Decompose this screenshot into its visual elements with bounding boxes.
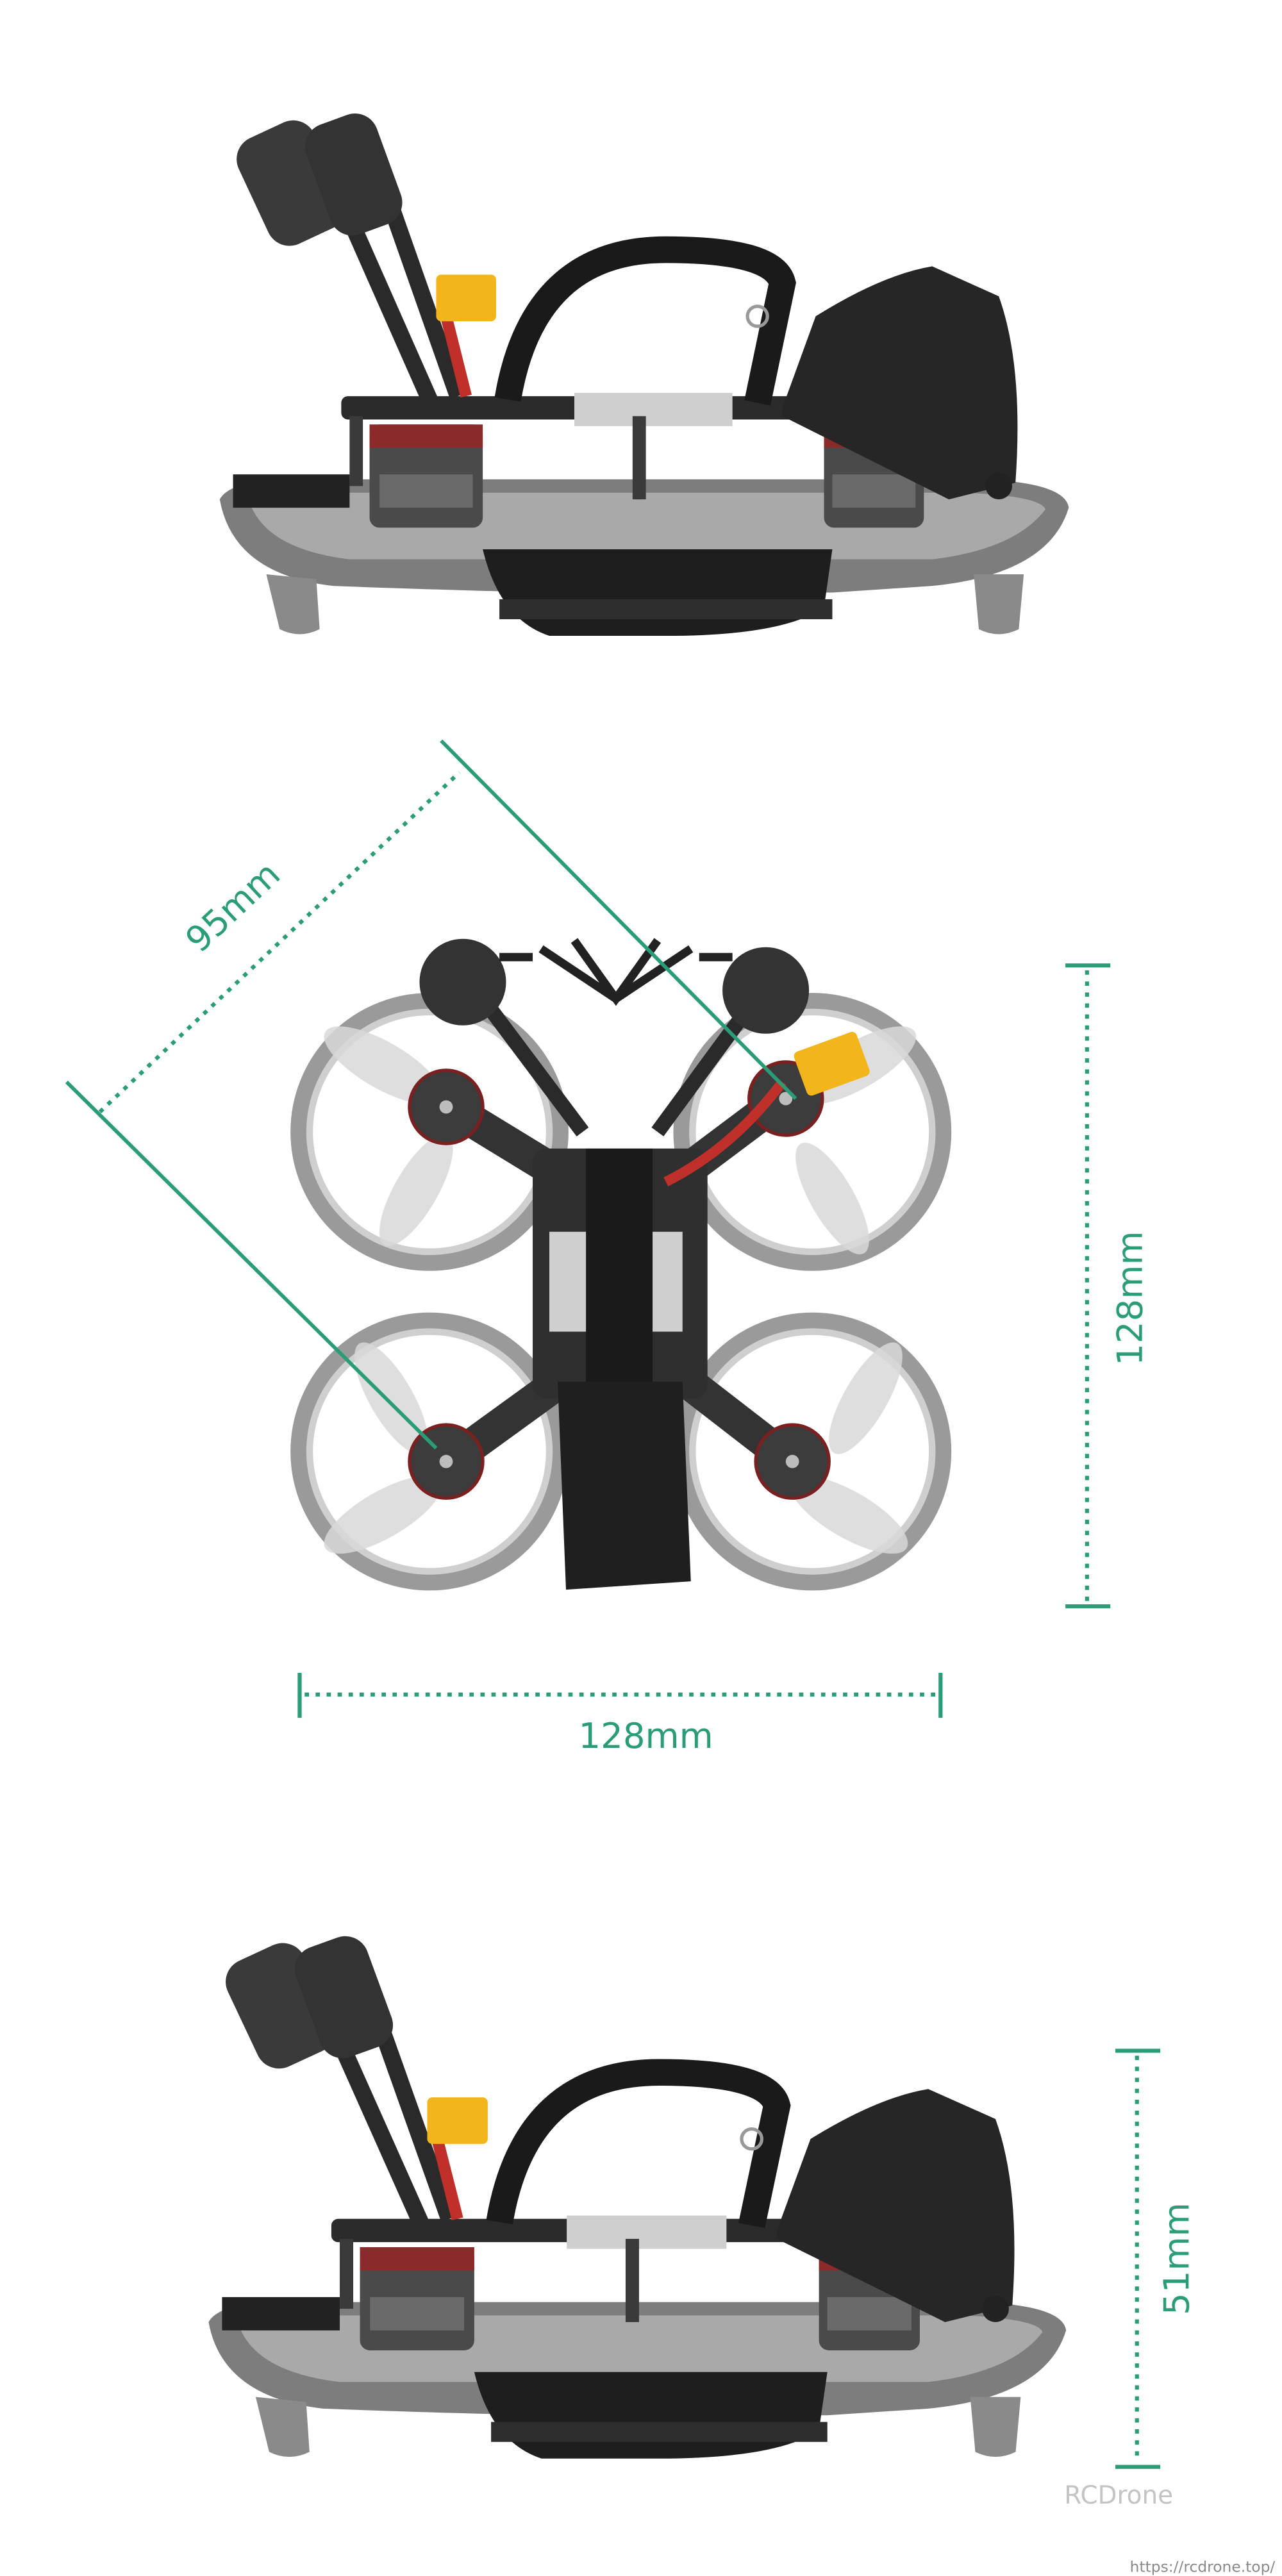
height-dimension-side-view: 51mm xyxy=(1115,2048,1197,2469)
height-dimension-top-view: 128mm xyxy=(1065,963,1151,1609)
width-label-top-view: 128mm xyxy=(579,1715,713,1756)
watermark-brand: RCDrone xyxy=(1064,2481,1173,2510)
drone-side-view-bottom xyxy=(208,1930,1066,2459)
diagonal-label: 95mm xyxy=(178,853,288,960)
drone-side-view-top xyxy=(220,107,1069,636)
width-dimension-top-view: 128mm xyxy=(297,1672,943,1756)
height-label-side-view: 51mm xyxy=(1156,2202,1197,2315)
watermark-url: https://rcdrone.top/ xyxy=(1130,2557,1276,2575)
height-label-top-view: 128mm xyxy=(1110,1231,1151,1366)
diagonal-extension-line-2 xyxy=(65,1081,438,1450)
diagonal-extension-line-1 xyxy=(440,739,797,1101)
drone-top-view xyxy=(290,938,952,1591)
